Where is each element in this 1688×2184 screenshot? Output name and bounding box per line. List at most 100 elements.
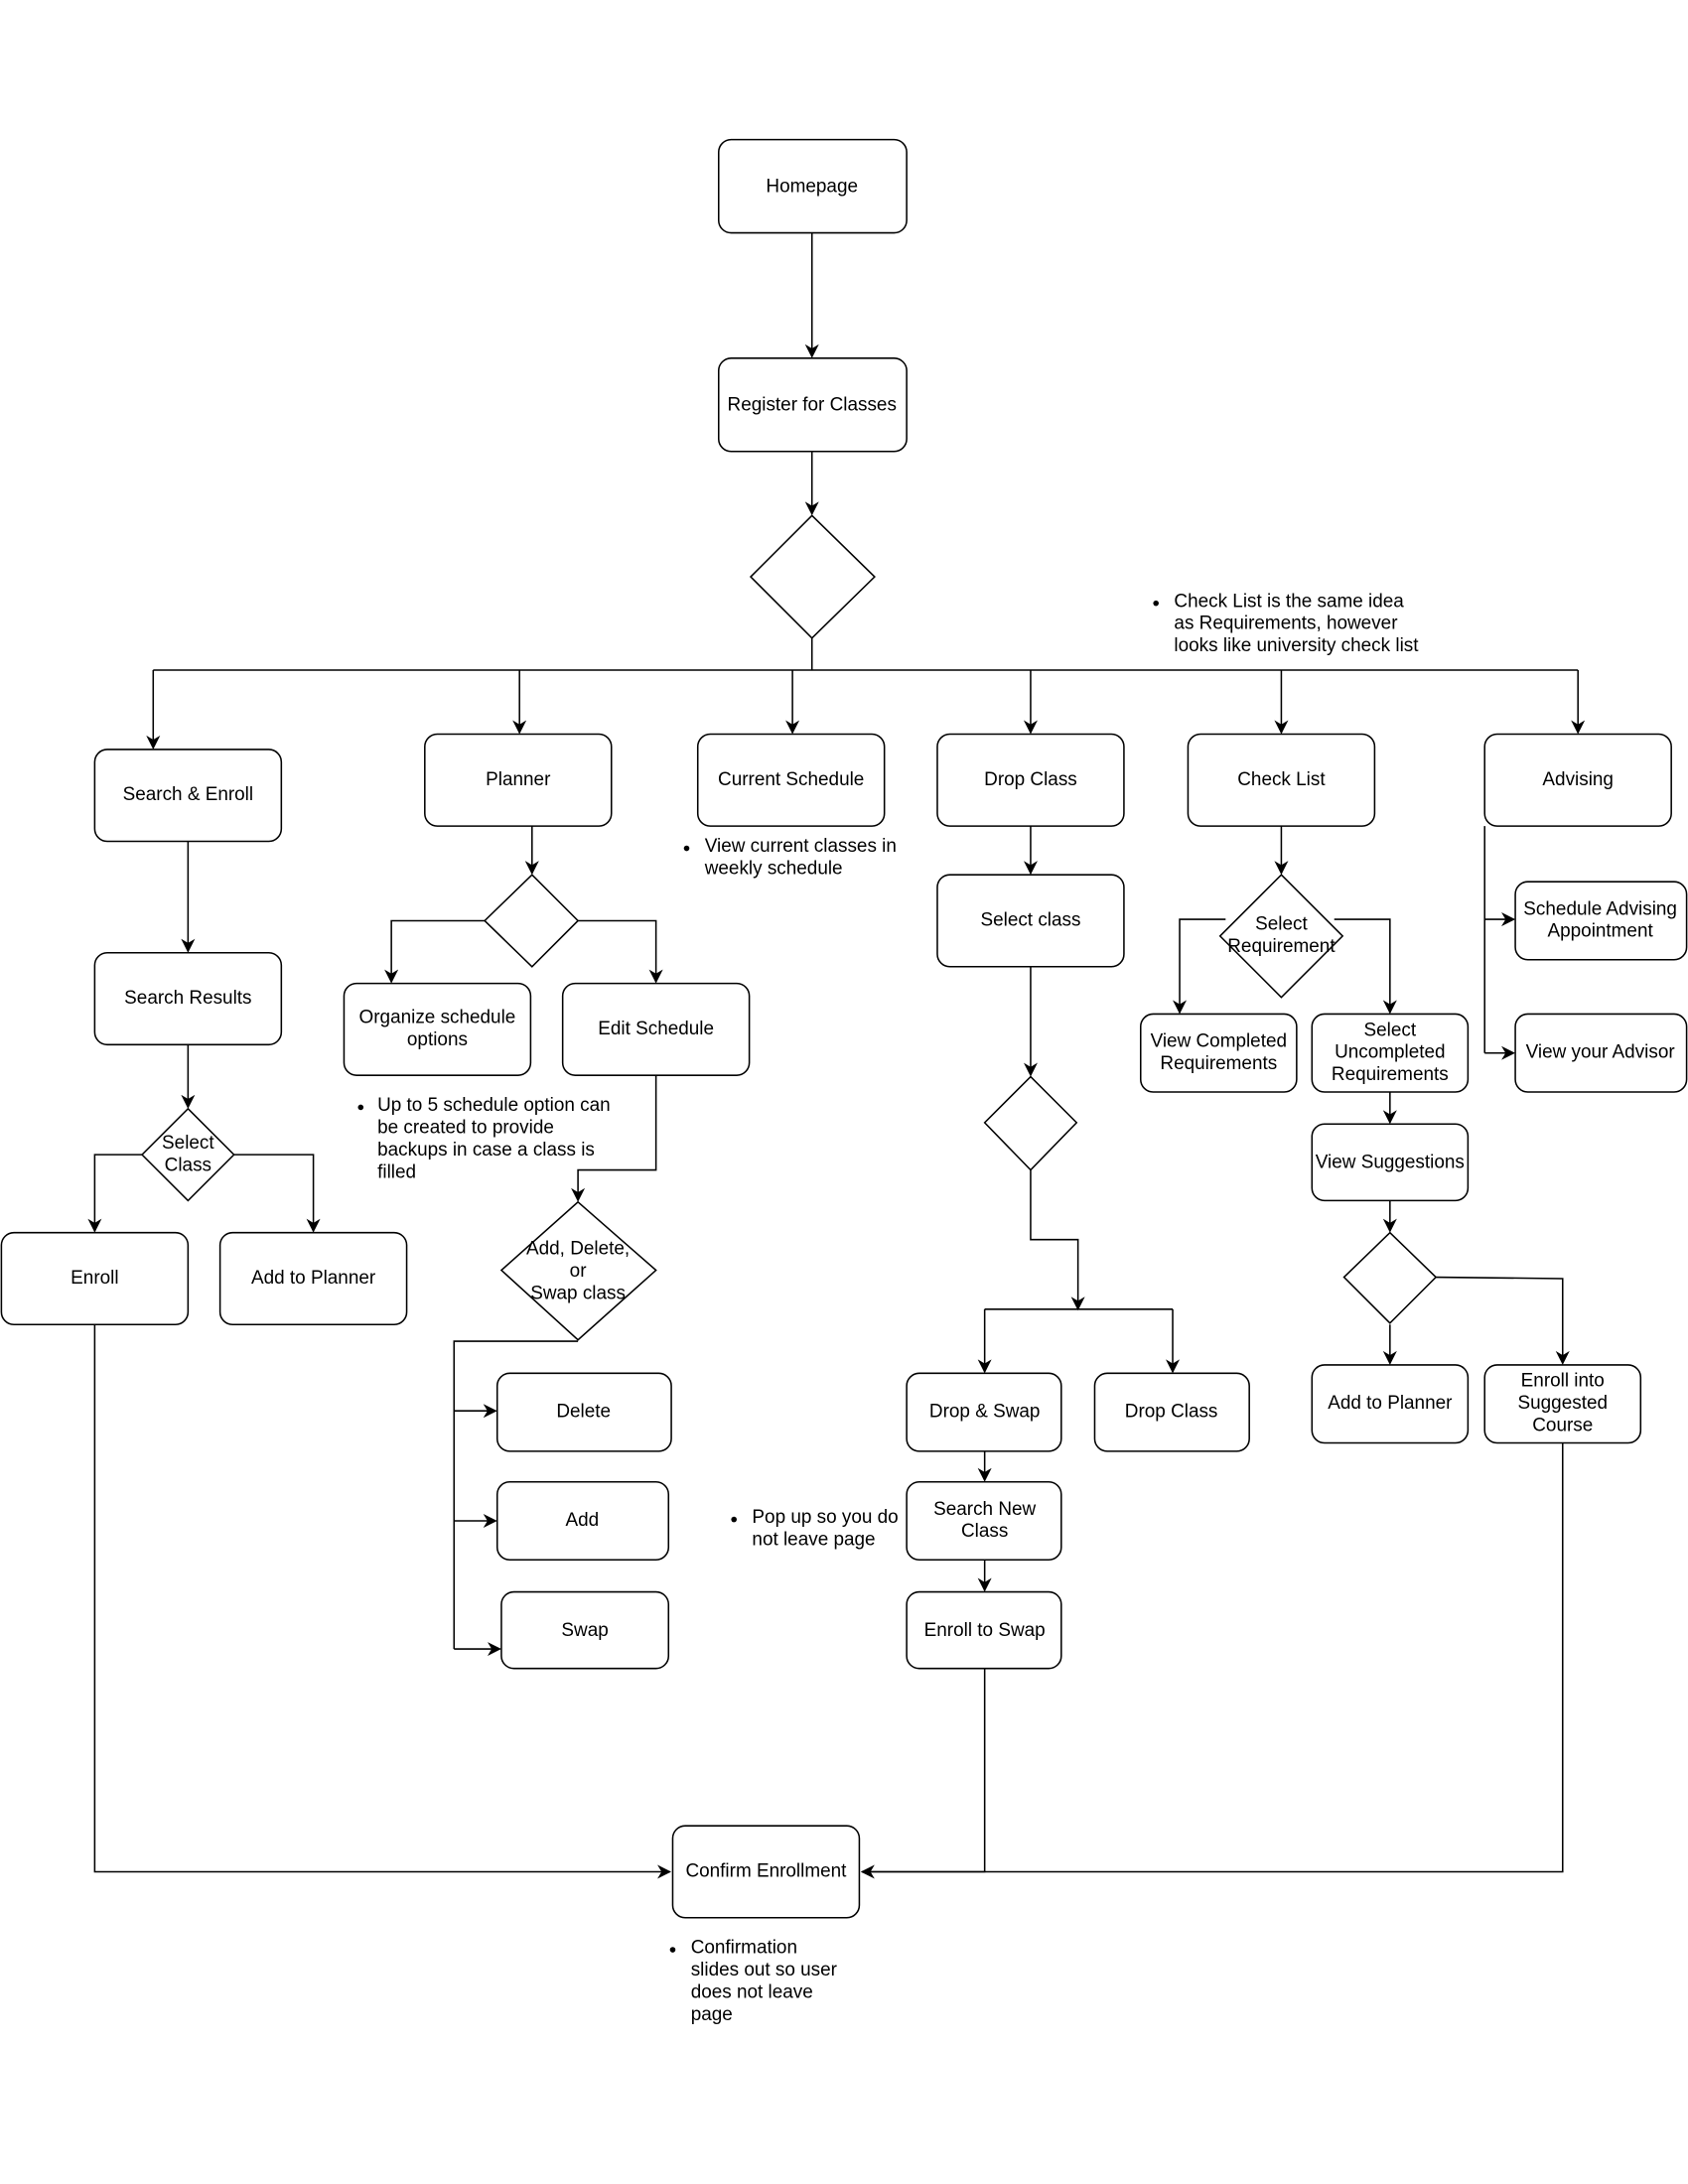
bullet-icon: [683, 845, 690, 852]
node-view-completed-requirements[interactable]: View Completed Requirements: [1139, 1013, 1298, 1093]
node-advising[interactable]: Advising: [1483, 733, 1672, 827]
node-add-to-planner-suggested[interactable]: Add to Planner: [1311, 1364, 1470, 1444]
note-planner-options: Up to 5 schedule option can be created t…: [357, 1095, 611, 1182]
node-label: Confirm Enrollment: [685, 1860, 847, 1881]
edge-edit-ads: [571, 1075, 657, 1202]
node-register-for-classes[interactable]: Register for Classes: [717, 357, 908, 453]
note-line: slides out so user: [691, 1960, 837, 1980]
node-drop-class-final[interactable]: Drop Class: [1093, 1372, 1250, 1452]
edge-decision-edit: [578, 919, 663, 984]
bullet-icon: [731, 1516, 737, 1523]
node-add-to-planner[interactable]: Add to Planner: [218, 1231, 408, 1326]
note-confirmation: Confirmation slides out so user does not…: [669, 1938, 837, 2025]
node-label: Add: [565, 1510, 599, 1531]
edge-select-add-planner: [233, 1154, 321, 1233]
bullet-icon: [669, 1947, 676, 1953]
decision-drop[interactable]: [983, 1075, 1078, 1171]
note-line: weekly schedule: [704, 859, 843, 880]
node-label: Planner: [486, 769, 550, 790]
node-label: Delete: [556, 1402, 611, 1423]
decision-main[interactable]: [749, 514, 876, 639]
node-select-uncompleted-requirements[interactable]: Select Uncompleted Requirements: [1311, 1013, 1470, 1093]
node-label: Enroll to Swap: [924, 1620, 1046, 1641]
node-label: Select: [1255, 914, 1308, 935]
node-current-schedule[interactable]: Current Schedule: [696, 733, 886, 827]
node-enroll-to-swap[interactable]: Enroll to Swap: [906, 1590, 1062, 1670]
node-label: Requirement: [1227, 936, 1336, 957]
node-label: Organize schedule: [359, 1008, 516, 1028]
node-label: Swap: [561, 1620, 608, 1641]
decision-suggestions[interactable]: [1342, 1231, 1438, 1324]
bullet-icon: [357, 1104, 364, 1111]
edge-enrollswap-confirm: [860, 1668, 986, 1879]
node-view-your-advisor[interactable]: View your Advisor: [1514, 1013, 1688, 1093]
node-label: Add to Planner: [1328, 1393, 1452, 1414]
note-line: View current classes in: [705, 836, 897, 857]
edge-decision-enroll-suggested: [1436, 1276, 1570, 1365]
note-line: as Requirements, however: [1174, 614, 1397, 634]
note-line: Confirmation: [691, 1938, 797, 1959]
note-line: Up to 5 schedule option can: [377, 1095, 611, 1116]
node-enroll-into-suggested-course[interactable]: Enroll into Suggested Course: [1483, 1364, 1642, 1444]
note-line: backups in case a class is: [377, 1140, 595, 1160]
bullet-icon: [1153, 600, 1159, 607]
node-search-enroll[interactable]: Search & Enroll: [93, 749, 283, 843]
node-label: Current Schedule: [718, 769, 864, 790]
note-line: does not leave: [691, 1982, 813, 2003]
node-label: Select: [162, 1133, 214, 1154]
node-label: Requirements: [1160, 1053, 1277, 1074]
note-current-schedule: View current classes in weekly schedule: [683, 836, 897, 880]
node-drop-class[interactable]: Drop Class: [936, 733, 1125, 827]
decision-select-requirement[interactable]: Select Requirement: [1218, 874, 1344, 999]
node-swap[interactable]: Swap: [500, 1590, 670, 1670]
node-label: Suggested: [1518, 1393, 1608, 1414]
note-line: not leave page: [752, 1530, 875, 1551]
note-popup: Pop up so you do not leave page: [731, 1507, 899, 1551]
node-search-new-class[interactable]: Search New Class: [906, 1480, 1062, 1562]
node-label: Drop Class: [984, 769, 1077, 790]
edge-select-enroll: [87, 1154, 143, 1233]
node-edit-schedule[interactable]: Edit Schedule: [561, 982, 751, 1076]
node-select-class[interactable]: Select class: [936, 874, 1125, 968]
node-label: Enroll: [70, 1268, 118, 1289]
node-enroll[interactable]: Enroll: [0, 1231, 190, 1326]
note-line: filled: [377, 1161, 416, 1182]
node-label: Appointment: [1548, 921, 1654, 942]
node-label: View your Advisor: [1526, 1042, 1675, 1063]
decision-select-class[interactable]: Select Class: [140, 1107, 235, 1202]
edge-decision-organize: [384, 919, 486, 984]
node-organize-schedule-options[interactable]: Organize schedule options: [343, 982, 532, 1076]
edge-select-completed: [1173, 918, 1226, 1015]
node-confirm-enrollment[interactable]: Confirm Enrollment: [671, 1825, 861, 1919]
node-search-results[interactable]: Search Results: [93, 951, 283, 1046]
node-label: Course: [1532, 1416, 1593, 1436]
node-label: Swap class: [530, 1283, 626, 1303]
node-label: Homepage: [766, 176, 858, 197]
node-label: View Suggestions: [1316, 1153, 1465, 1173]
note-line: page: [691, 2004, 733, 2025]
node-delete[interactable]: Delete: [495, 1372, 672, 1452]
node-label: Drop Class: [1125, 1402, 1218, 1423]
node-label: or: [570, 1261, 587, 1282]
edges: [87, 232, 1586, 1879]
note-checklist: Check List is the same idea as Requireme…: [1153, 591, 1419, 656]
node-label: Uncompleted: [1335, 1042, 1446, 1063]
node-label: Enroll into: [1521, 1371, 1605, 1392]
node-label: Search New: [933, 1499, 1036, 1520]
node-drop-and-swap[interactable]: Drop & Swap: [906, 1372, 1062, 1452]
edge-decision-split: [1030, 1169, 1085, 1311]
node-view-suggestions[interactable]: View Suggestions: [1311, 1123, 1470, 1202]
node-check-list[interactable]: Check List: [1187, 733, 1376, 827]
decision-add-delete-swap[interactable]: Add, Delete, or Swap class: [499, 1200, 657, 1341]
node-label: Add, Delete,: [526, 1238, 630, 1259]
node-label: Class: [165, 1155, 211, 1175]
edge-ads-trunk: [453, 1340, 579, 1650]
node-label: Check List: [1237, 769, 1326, 790]
node-label: View Completed: [1151, 1031, 1287, 1052]
node-planner[interactable]: Planner: [424, 733, 613, 827]
node-add[interactable]: Add: [495, 1480, 670, 1562]
node-schedule-advising-appointment[interactable]: Schedule Advising Appointment: [1514, 881, 1688, 961]
decision-planner[interactable]: [484, 874, 580, 968]
node-homepage[interactable]: Homepage: [717, 138, 908, 234]
